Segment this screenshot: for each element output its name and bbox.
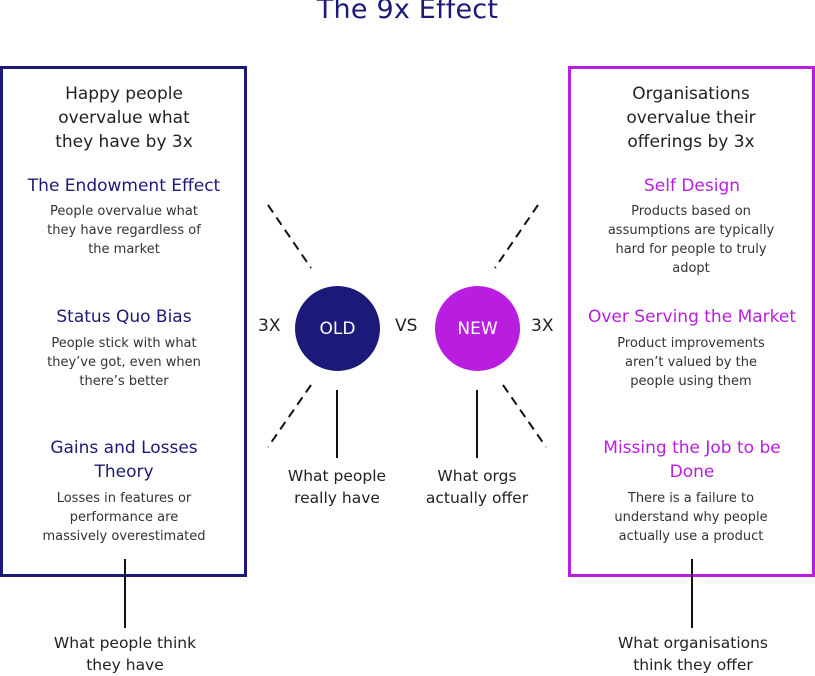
left-item-desc-status-quo: People stick with what they’ve got, even…	[47, 336, 201, 389]
old-ray-bottom	[267, 384, 312, 448]
old-ray-top	[267, 204, 312, 269]
right-item-title-self-design: Self Design	[643, 176, 741, 196]
right-item-desc-missing-job: There is a failure to understand why peo…	[614, 491, 768, 544]
right-item-desc-self-design: Products based on assumptions are typica…	[607, 204, 775, 276]
old-circle: OLD	[295, 286, 380, 371]
right-item-title-missing-job: Missing the Job to be Done	[603, 438, 781, 482]
new-caption: What orgs actually offer	[425, 467, 529, 507]
left-heading: Happy people overvalue what they have by…	[55, 84, 193, 152]
old-caption: What people really have	[287, 467, 387, 507]
old-label: OLD	[319, 318, 356, 339]
new-ray-top	[494, 204, 539, 269]
left-item-title-gains-losses: Gains and Losses Theory	[50, 438, 198, 482]
left-item-desc-gains-losses: Losses in features or performance are ma…	[42, 491, 206, 544]
new-label: NEW	[457, 318, 498, 339]
left-caption: What people think they have	[53, 634, 197, 674]
right-caption: What organisations think they offer	[617, 634, 769, 674]
new-ray-bottom	[502, 384, 547, 448]
vs-label: VS	[395, 316, 418, 336]
left-panel	[0, 66, 247, 577]
left-item-desc-endowment: People overvalue what they have regardle…	[47, 204, 201, 257]
left-item-title-endowment: The Endowment Effect	[27, 176, 221, 196]
right-item-title-over-serving: Over Serving the Market	[587, 307, 797, 327]
left-multiplier: 3X	[258, 316, 281, 336]
right-heading: Organisations overvalue their offerings …	[626, 84, 756, 152]
right-item-desc-over-serving: Product improvements aren’t valued by th…	[617, 336, 765, 389]
diagram-title: The 9x Effect	[316, 0, 499, 25]
right-multiplier: 3X	[531, 316, 554, 336]
left-item-title-status-quo: Status Quo Bias	[56, 307, 192, 327]
new-circle: NEW	[435, 286, 520, 371]
